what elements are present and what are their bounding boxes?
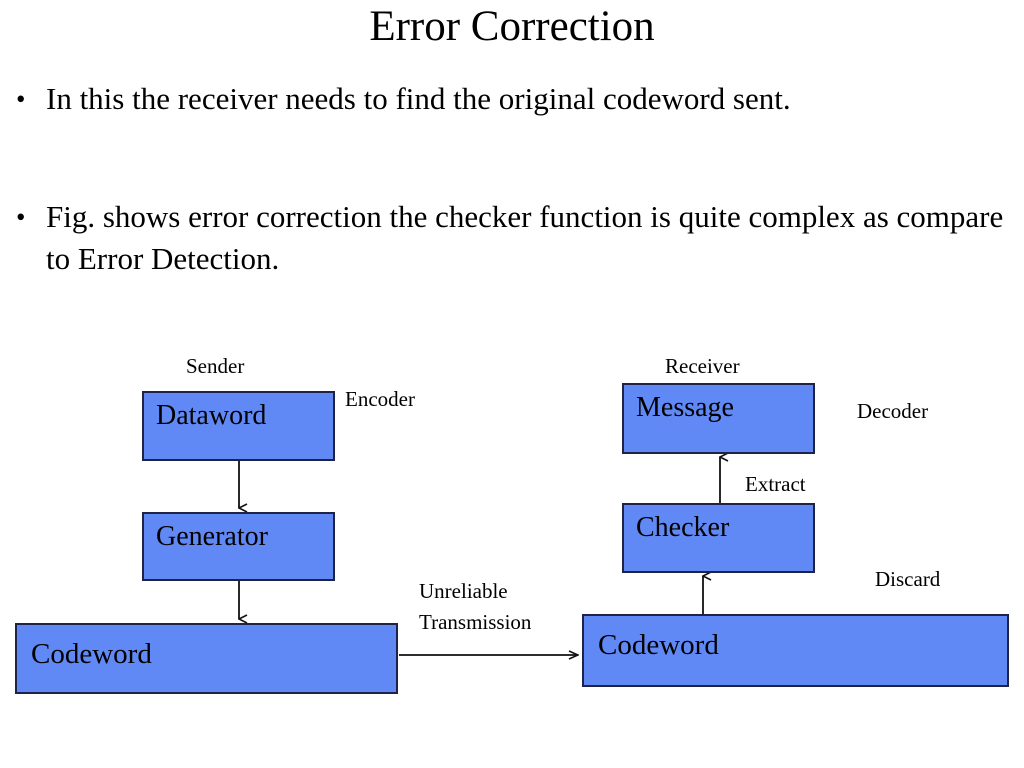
node-message-label: Message bbox=[636, 392, 734, 423]
page-title: Error Correction bbox=[369, 3, 655, 50]
node-dataword[interactable]: Dataword bbox=[142, 391, 335, 461]
caption-encoder: Encoder bbox=[345, 387, 415, 411]
node-codeword-receiver-label: Codeword bbox=[598, 629, 719, 661]
caption-extract: Extract bbox=[745, 472, 806, 496]
caption-decoder: Decoder bbox=[857, 399, 929, 423]
bullet-marker-icon: • bbox=[16, 202, 26, 232]
node-codeword-sender[interactable]: Codeword bbox=[15, 623, 398, 694]
bullet-marker-icon: • bbox=[16, 84, 26, 114]
caption-discard: Discard bbox=[875, 567, 941, 591]
error-correction-diagram: Dataword Generator Codeword Message Chec… bbox=[0, 330, 1024, 730]
node-checker-label: Checker bbox=[636, 512, 730, 543]
bullet-text-1: In this the receiver needs to find the o… bbox=[46, 81, 791, 116]
node-codeword-receiver[interactable]: Codeword bbox=[582, 614, 1009, 687]
node-codeword-sender-label: Codeword bbox=[31, 638, 152, 670]
bullet-item-2: • Fig. shows error correction the checke… bbox=[16, 196, 1006, 280]
node-message[interactable]: Message bbox=[622, 383, 815, 454]
caption-receiver: Receiver bbox=[665, 354, 740, 378]
node-dataword-label: Dataword bbox=[156, 400, 267, 431]
caption-unreliable-transmission: Unreliable Transmission bbox=[419, 579, 532, 634]
caption-sender: Sender bbox=[186, 354, 245, 378]
node-generator-label: Generator bbox=[156, 521, 268, 552]
bullet-text-2: Fig. shows error correction the checker … bbox=[46, 199, 1004, 276]
bullet-item-1: • In this the receiver needs to find the… bbox=[16, 78, 1006, 120]
node-checker[interactable]: Checker bbox=[622, 503, 815, 573]
node-generator[interactable]: Generator bbox=[142, 512, 335, 581]
